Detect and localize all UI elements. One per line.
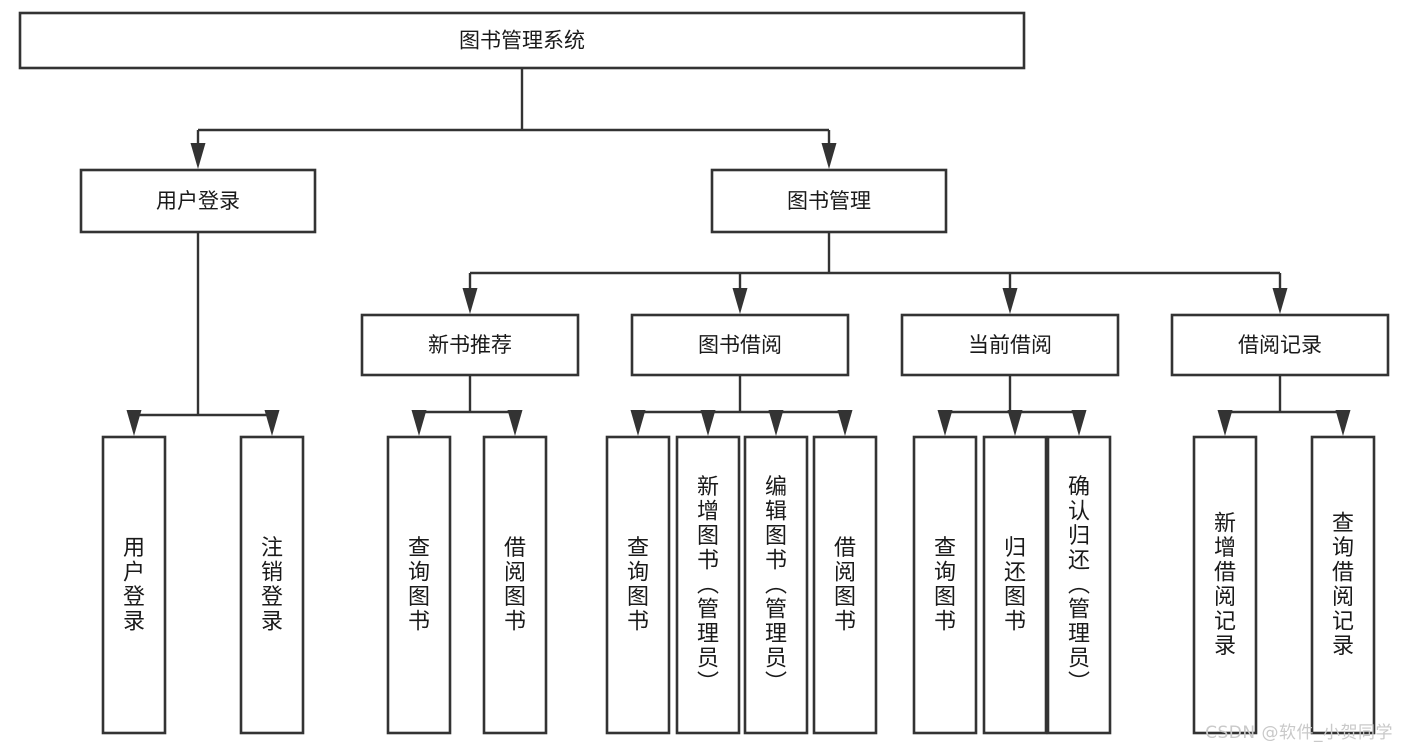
node-label: 确认归还︵管理员︶ — [1068, 475, 1090, 696]
node-box — [743, 435, 809, 735]
node-label: 当前借阅 — [968, 333, 1052, 357]
arrow-head-icon — [937, 410, 953, 436]
arrow-head-icon — [411, 410, 427, 436]
node-layer: 图书管理系统用户登录图书管理新书推荐图书借阅当前借阅借阅记录用户登录注销登录查询… — [18, 11, 1390, 735]
node-label: 借阅图书 — [834, 536, 856, 635]
arrow-head-icon — [264, 410, 280, 436]
arrow-head-icon — [1217, 410, 1233, 436]
node-user-login[interactable]: 用户登录 — [79, 168, 317, 234]
node-box — [1192, 435, 1258, 735]
node-leaf-query-book-3[interactable]: 查询图书 — [912, 435, 978, 735]
connector-layer — [126, 68, 1351, 436]
arrow-head-icon — [190, 143, 206, 169]
arrow-head-icon — [700, 410, 716, 436]
arrow-head-icon — [732, 288, 748, 314]
node-box — [1046, 435, 1112, 735]
node-leaf-add-record[interactable]: 新增借阅记录 — [1192, 435, 1258, 735]
node-box — [1310, 435, 1376, 735]
node-root[interactable]: 图书管理系统 — [18, 11, 1026, 70]
node-box — [900, 313, 1120, 377]
node-box — [79, 168, 317, 234]
node-leaf-query-record[interactable]: 查询借阅记录 — [1310, 435, 1376, 735]
node-box — [912, 435, 978, 735]
node-leaf-query-book-1[interactable]: 查询图书 — [386, 435, 452, 735]
arrow-head-icon — [507, 410, 523, 436]
arrow-head-icon — [821, 143, 837, 169]
node-box — [101, 435, 167, 735]
node-label: 查询借阅记录 — [1332, 512, 1354, 660]
node-leaf-borrow-book-1[interactable]: 借阅图书 — [482, 435, 548, 735]
node-box — [239, 435, 305, 735]
node-book-borrow[interactable]: 图书借阅 — [630, 313, 850, 377]
arrow-head-icon — [126, 410, 142, 436]
node-leaf-edit-book[interactable]: 编辑图书︵管理员︶ — [743, 435, 809, 735]
node-label: 查询图书 — [408, 536, 430, 635]
node-label: 编辑图书︵管理员︶ — [765, 475, 787, 696]
node-box — [1170, 313, 1390, 377]
node-box — [812, 435, 878, 735]
node-box — [360, 313, 580, 377]
arrow-head-icon — [1002, 288, 1018, 314]
node-leaf-confirm-return[interactable]: 确认归还︵管理员︶ — [1046, 435, 1112, 735]
node-label: 查询图书 — [627, 536, 649, 635]
node-box — [482, 435, 548, 735]
arrow-head-icon — [768, 410, 784, 436]
node-box — [675, 435, 741, 735]
node-label: 借阅记录 — [1238, 333, 1322, 357]
node-book-manage[interactable]: 图书管理 — [710, 168, 948, 234]
node-leaf-user-login[interactable]: 用户登录 — [101, 435, 167, 735]
node-box — [386, 435, 452, 735]
arrow-head-icon — [1071, 410, 1087, 436]
node-new-book-rec[interactable]: 新书推荐 — [360, 313, 580, 377]
node-leaf-add-book[interactable]: 新增图书︵管理员︶ — [675, 435, 741, 735]
node-box — [710, 168, 948, 234]
node-label: 图书借阅 — [698, 333, 782, 357]
node-label: 归还图书 — [1004, 536, 1026, 635]
arrow-head-icon — [630, 410, 646, 436]
node-label: 图书管理 — [787, 189, 871, 213]
node-label: 用户登录 — [156, 189, 240, 213]
node-label: 注销登录 — [261, 536, 283, 635]
node-box — [982, 435, 1048, 735]
node-current-borrow[interactable]: 当前借阅 — [900, 313, 1120, 377]
node-label: 图书管理系统 — [459, 29, 585, 53]
node-box — [18, 11, 1026, 70]
node-label: 新增借阅记录 — [1214, 512, 1236, 660]
node-label: 新书推荐 — [428, 333, 512, 357]
arrow-head-icon — [1272, 288, 1288, 314]
node-leaf-query-book-2[interactable]: 查询图书 — [605, 435, 671, 735]
arrow-head-icon — [837, 410, 853, 436]
watermark-label: CSDN @软件_小贺同学 — [1205, 723, 1393, 743]
arrow-head-icon — [1007, 410, 1023, 436]
node-leaf-return-book[interactable]: 归还图书 — [982, 435, 1048, 735]
arrow-head-icon — [1335, 410, 1351, 436]
node-leaf-borrow-book-2[interactable]: 借阅图书 — [812, 435, 878, 735]
node-box — [605, 435, 671, 735]
node-label: 查询图书 — [934, 536, 956, 635]
node-label: 用户登录 — [123, 536, 145, 635]
node-borrow-record[interactable]: 借阅记录 — [1170, 313, 1390, 377]
node-label: 借阅图书 — [504, 536, 526, 635]
arrow-head-icon — [462, 288, 478, 314]
node-leaf-logout[interactable]: 注销登录 — [239, 435, 305, 735]
node-box — [630, 313, 850, 377]
node-label: 新增图书︵管理员︶ — [697, 475, 719, 696]
